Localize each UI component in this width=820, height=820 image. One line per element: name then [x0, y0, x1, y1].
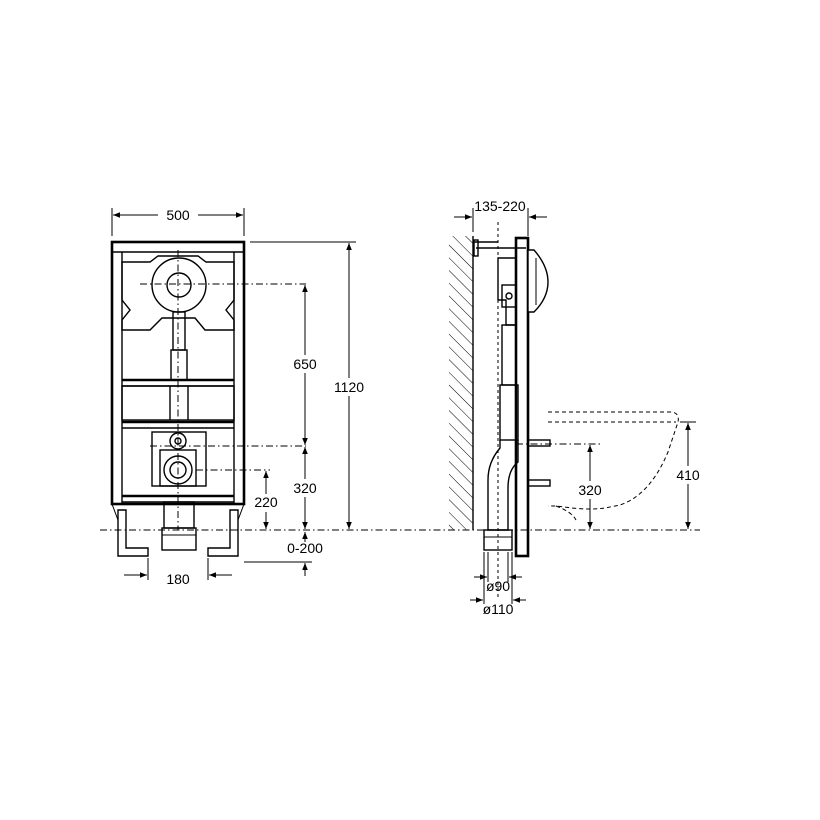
flush-valve-inner [166, 272, 192, 298]
outlet-pipe [161, 527, 197, 551]
wc-bowl-outline [548, 411, 679, 510]
dim-leg-adjust: 0-200 [287, 540, 323, 556]
dim-inlet-height: 220 [254, 494, 278, 510]
left-leg [117, 509, 149, 557]
front-view: 500 1120 650 320 220 0-200 180 [110, 206, 370, 587]
side-view: 135-220 410 320 ø90 ø110 [449, 198, 706, 617]
dim-fixing-width: 180 [166, 571, 190, 587]
dim-pipe-inner: ø90 [486, 578, 510, 594]
dim-outlet-height: 320 [293, 480, 317, 496]
frame-outline [110, 240, 246, 506]
dim-depth: 135-220 [474, 198, 526, 214]
dim-width: 500 [166, 207, 190, 223]
wall [449, 236, 473, 530]
side-cistern [497, 257, 517, 326]
right-leg [207, 509, 239, 557]
dim-side-outlet-height: 320 [578, 482, 602, 498]
dim-pipe-outer: ø110 [483, 601, 514, 617]
flush-plate [527, 249, 549, 313]
dim-bowl-height: 410 [676, 467, 700, 483]
dim-height: 1120 [334, 379, 364, 395]
cistern-body [121, 255, 235, 331]
side-outlet-bend [487, 440, 519, 531]
side-frame [514, 236, 530, 558]
flush-valve-outer [151, 257, 207, 313]
dim-flush-height: 650 [293, 356, 317, 372]
